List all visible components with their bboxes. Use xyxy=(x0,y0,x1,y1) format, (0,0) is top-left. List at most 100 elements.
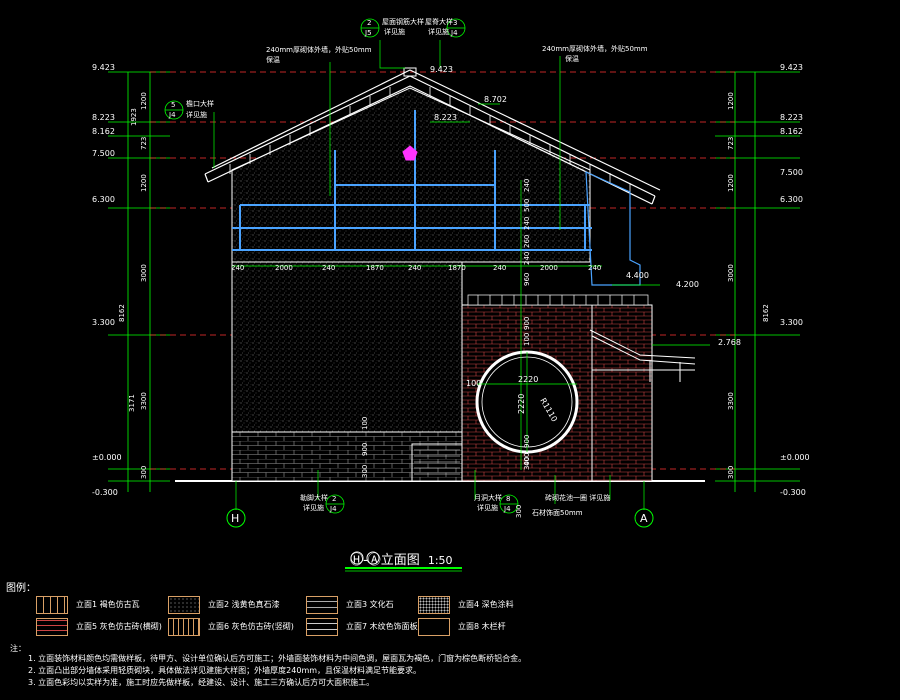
legend-swatch-roof-tile xyxy=(36,596,68,614)
callout-base-mid-label-a: 月洞大样 xyxy=(474,493,502,502)
elev-left-6: ±0.000 xyxy=(92,453,122,462)
callout-base-left[interactable] xyxy=(325,494,345,514)
dim-top-3: 1870 xyxy=(366,264,384,272)
elev-inner-5: 2.768 xyxy=(718,338,741,347)
dim-left-inner-0: 8162 xyxy=(118,304,126,322)
gable-wall xyxy=(231,87,591,263)
callout-base-mid-label-b: 详见施 xyxy=(477,503,498,512)
legend-label: 立面3 文化石 xyxy=(346,600,394,609)
legend-swatch-wood-rail xyxy=(418,618,450,636)
legend-item-6: 立面6 灰色仿古砖(竖砌) xyxy=(168,618,298,638)
dim-left-outer-2: 723 xyxy=(140,137,148,150)
callout-top-right[interactable] xyxy=(446,18,466,38)
callout-eave-ref: 5 xyxy=(171,101,175,109)
elev-inner-0: 9.423 xyxy=(430,65,453,74)
dim-left-outer-4: 3000 xyxy=(140,264,148,282)
elev-inner-1: 8.223 xyxy=(434,113,457,122)
base-dim-0: 100 xyxy=(361,417,369,430)
dim-mid-8: 900 xyxy=(523,435,531,448)
callout-top-right-label-a: 屋脊大样 xyxy=(425,17,453,26)
wall-note-right: 240mm厚砌体外墙，外贴50mm xyxy=(542,44,648,53)
dim-mid-4: 240 xyxy=(523,252,531,265)
callout-base-right-label-b: 石材饰面50mm xyxy=(532,508,583,517)
legend-label: 立面8 木栏杆 xyxy=(458,622,506,631)
callout-base-right-label: 砖砌花池一圈 详见施 xyxy=(545,493,610,502)
legend-swatch-brick-horizontal xyxy=(36,618,68,636)
main-wall xyxy=(231,261,463,433)
legend-label: 立面6 灰色仿古砖(竖砌) xyxy=(208,622,294,631)
legend-heading: 图例： xyxy=(6,583,36,594)
legend-item-8: 立面8 木栏杆 xyxy=(418,618,538,638)
note-line-2: 2. 立面凸出部分墙体采用轻质砌块，具体做法详见建施大样图；外墙厚度240mm，… xyxy=(28,666,422,675)
base-dim-2: 900 xyxy=(361,443,369,456)
roof-rafters xyxy=(229,87,631,193)
callout-base-mid-sheet: J4 xyxy=(503,505,511,513)
callout-eave-label-a: 檐口大样 xyxy=(186,99,214,108)
circle-dim-0: 100 xyxy=(466,379,481,388)
callout-top-left[interactable] xyxy=(360,18,380,38)
legend-item-2: 立面2 浅黄色真石漆 xyxy=(168,596,298,616)
legend-label: 立面2 浅黄色真石漆 xyxy=(208,600,280,609)
legend-item-4: 立面4 深色涂料 xyxy=(418,596,538,616)
dim-mid-9: 300 xyxy=(523,457,531,470)
dim-top-7: 2000 xyxy=(540,264,558,272)
legend-swatch-stucco xyxy=(168,596,200,614)
axis-bubble-h xyxy=(226,508,246,528)
dim-mid-0: 240 xyxy=(523,179,531,192)
dim-left-inner-1: 3171 xyxy=(128,394,136,412)
legend-label: 立面1 褐色仿古瓦 xyxy=(76,600,140,609)
dim-left-outer-6: 300 xyxy=(140,466,148,479)
callout-top-right-sheet: J4 xyxy=(450,29,458,37)
elev-right-2: 8.162 xyxy=(780,127,803,136)
legend-swatch-stone xyxy=(306,596,338,614)
callout-eave-label-b: 详见施 xyxy=(186,110,207,119)
elev-right-6: ±0.000 xyxy=(780,453,810,462)
callout-eave[interactable] xyxy=(164,100,184,120)
right-dimension-chain xyxy=(715,71,800,492)
dim-mid-7: 100 xyxy=(523,333,531,346)
legend-swatch-brick-vertical xyxy=(168,618,200,636)
dim-right-outer-4: 3300 xyxy=(727,392,735,410)
base-dim-1: 300 xyxy=(361,465,369,478)
legend-label: 立面5 灰色仿古砖(横砌) xyxy=(76,622,162,631)
note-line-1: 1. 立面装饰材料颜色均需做样板，待甲方、设计单位确认后方可施工；外墙面装饰材料… xyxy=(28,654,527,663)
legend-item-3: 立面3 文化石 xyxy=(306,596,426,616)
dim-left-outer-5: 3300 xyxy=(140,392,148,410)
callout-base-left-sheet: J4 xyxy=(329,505,337,513)
brick-volume-side xyxy=(591,304,653,482)
wall-note-left-b: 保温 xyxy=(266,55,280,64)
elev-left-4: 6.300 xyxy=(92,195,115,204)
dim-top-0: 240 xyxy=(231,264,244,272)
dim-right-outer-2: 1200 xyxy=(727,174,735,192)
callout-top-left-label-b: 详见施 xyxy=(384,27,405,36)
dim-right-outer-3: 3000 xyxy=(727,264,735,282)
stone-base xyxy=(231,431,465,482)
elev-right-5: 3.300 xyxy=(780,318,803,327)
ridge-cap xyxy=(403,67,417,77)
callout-base-left-ref: 2 xyxy=(332,495,336,503)
callout-base-left-label-a: 勒脚大样 xyxy=(300,493,328,502)
dim-top-4: 240 xyxy=(408,264,421,272)
drawing-title-main: Ⓗ-Ⓐ立面图 xyxy=(350,553,420,568)
elev-right-7: -0.300 xyxy=(780,488,806,497)
dim-top-1: 2000 xyxy=(275,264,293,272)
dim-right-outer-1: 723 xyxy=(727,137,735,150)
elev-left-5: 3.300 xyxy=(92,318,115,327)
circle-dim-1: 2220 xyxy=(518,375,538,384)
callout-eave-sheet: J4 xyxy=(168,111,176,119)
callout-base-mid[interactable] xyxy=(499,494,519,514)
elev-inner-2: 8.702 xyxy=(484,95,507,104)
legend-swatch-dark-paint xyxy=(418,596,450,614)
timber-frame xyxy=(232,110,592,251)
elev-inner-3: 4.400 xyxy=(626,271,649,280)
vent-grille xyxy=(411,443,463,482)
dim-top-8: 240 xyxy=(588,264,601,272)
wall-note-right-b: 保温 xyxy=(565,54,579,63)
elev-left-1: 8.223 xyxy=(92,113,115,122)
dim-mid-6: 900 xyxy=(523,317,531,330)
elev-left-3: 7.500 xyxy=(92,149,115,158)
callout-top-right-ref: 3 xyxy=(453,19,457,27)
note-line-3: 3. 立面色彩均以实样为准，施工时应先做样板，经建设、设计、施工三方确认后方可大… xyxy=(28,678,375,687)
dim-left-outer-3: 1200 xyxy=(140,174,148,192)
legend-label: 立面7 木纹色饰面板 xyxy=(346,622,418,631)
